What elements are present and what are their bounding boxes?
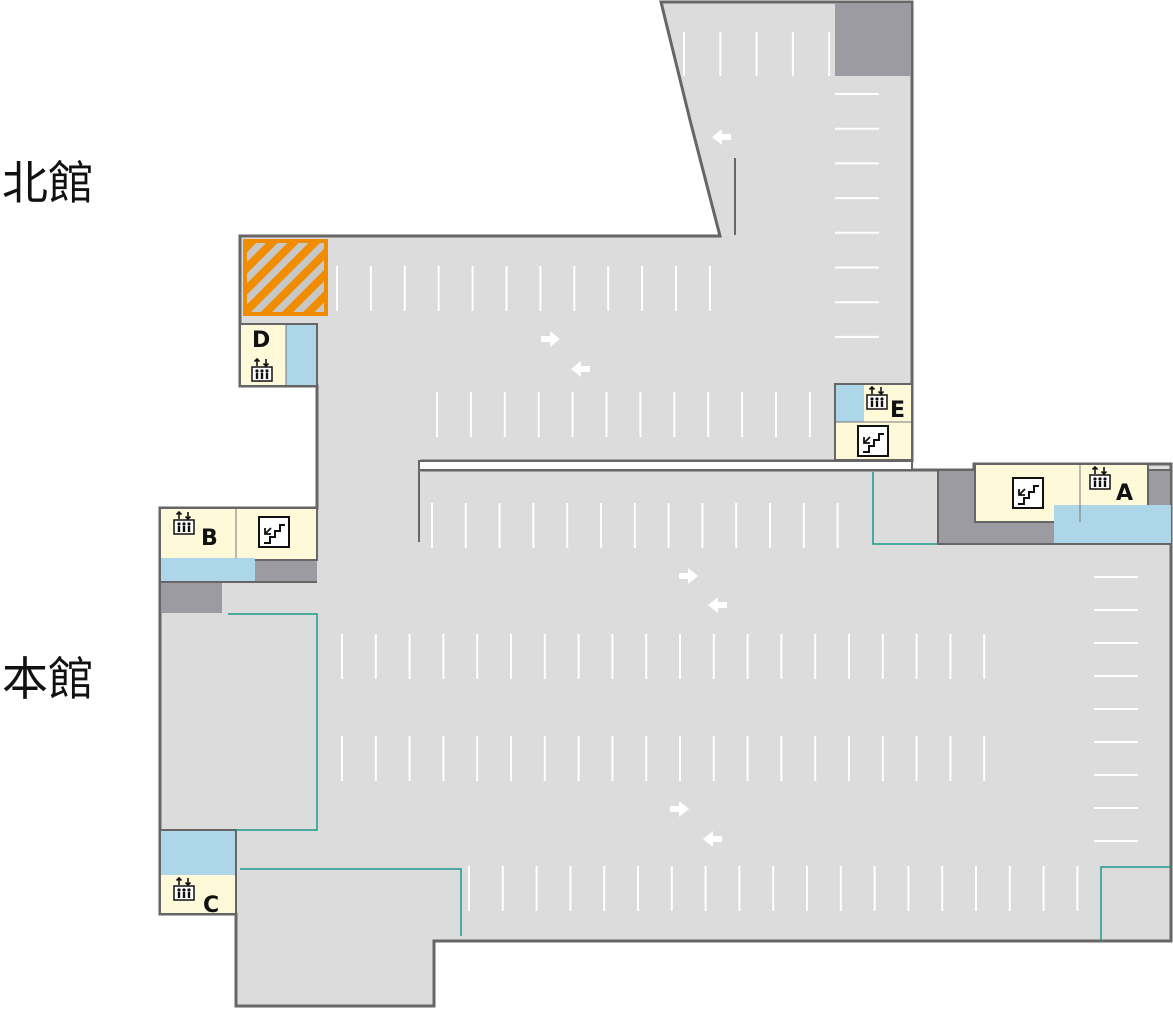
stairs-icon <box>258 516 290 548</box>
elevator-hall-e-blue <box>836 385 864 422</box>
stairs-icon <box>1012 477 1044 509</box>
elevator-letter-d: D <box>252 328 270 353</box>
main-building-label: 本館 <box>2 652 94 706</box>
elevator-hall-a-blue <box>1054 505 1171 543</box>
elevator-letter-a: A <box>1116 481 1133 506</box>
restricted-hatched-area <box>243 239 328 316</box>
service-area-ne <box>835 3 911 76</box>
elevator-letter-c: C <box>203 893 219 918</box>
parking-stall-stripes <box>336 32 1138 911</box>
elevator-letter-e: E <box>890 398 905 423</box>
building-divider <box>418 460 913 471</box>
stairs-icon <box>857 425 889 457</box>
elevator-hall-d-blue <box>286 325 316 385</box>
elevator-letter-b: B <box>201 526 218 551</box>
walkway-lines <box>228 472 1171 941</box>
north-building-label: 北館 <box>2 156 94 210</box>
elevator-hall-b-blue <box>161 558 255 582</box>
elevator-hall-c-blue <box>161 831 235 875</box>
service-area-b <box>255 560 317 582</box>
service-area-west <box>161 583 222 613</box>
